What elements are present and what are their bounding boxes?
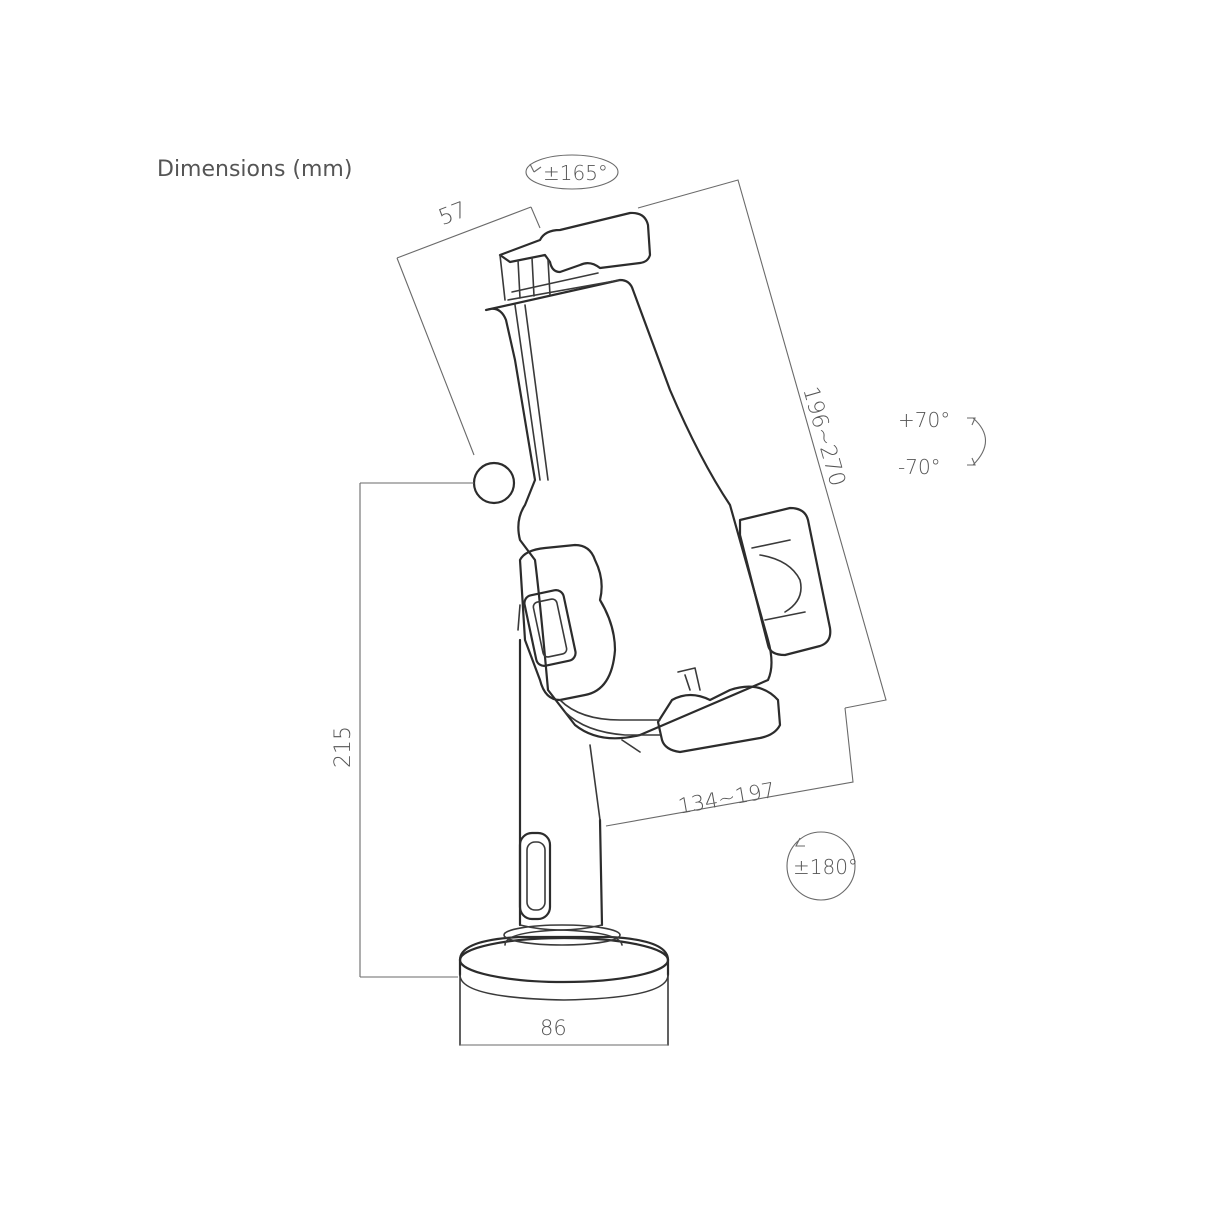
tilt-up-label: +70° [898,408,950,432]
tablet-holder [472,211,832,754]
swivel-indicator [525,154,619,190]
base-diameter-label: 86 [540,1016,567,1040]
base-rotation-indicator [786,831,856,901]
stand-pole [518,638,604,931]
base-rotation-label: ±180° [793,855,858,879]
diagram-title: Dimensions (mm) [157,157,352,182]
dimension-lines [359,179,887,1046]
swivel-label: ±165° [543,161,608,185]
stand-base [458,924,670,1046]
pivot-ball [472,461,516,505]
holder-height-label: 196~270 [797,384,849,489]
depth-label: 57 [435,198,470,231]
tilt-down-label: -70° [898,455,941,479]
holder-width-label: 134~197 [676,778,776,819]
tilt-indicator [967,417,987,466]
stand-height-label: 215 [331,726,356,768]
